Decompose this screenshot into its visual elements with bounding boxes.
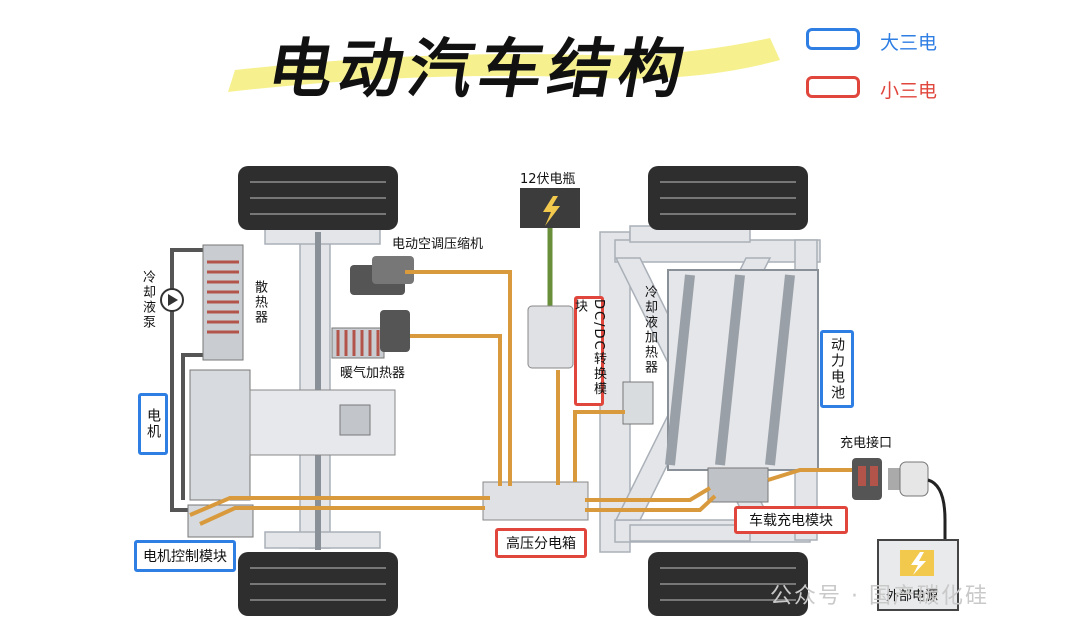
tag-motor-controller: 电机控制模块 xyxy=(134,540,236,572)
tag-power-battery: 动力电池 xyxy=(820,330,854,408)
battery-12v-block xyxy=(520,188,580,228)
tag-hv-box: 高压分电箱 xyxy=(495,528,587,558)
external-power-box xyxy=(877,539,959,611)
battery-pack xyxy=(665,269,819,471)
legend-label-large: 大三电 xyxy=(880,32,938,54)
tag-dcdc: DC/DC转换模块 xyxy=(572,296,606,406)
hv-box-block xyxy=(482,481,589,521)
charging-cable xyxy=(927,478,947,540)
coolant-heater-block xyxy=(622,381,654,425)
label-coolant-pump: 冷却液泵 xyxy=(140,270,155,330)
tag-motor: 电机 xyxy=(138,393,168,455)
legend-label-small: 小三电 xyxy=(880,80,938,102)
charge-port xyxy=(852,458,882,500)
legend-swatch-large xyxy=(806,28,860,50)
tire-rear-right xyxy=(648,552,808,616)
label-charge-port: 充电接口 xyxy=(840,436,893,451)
radiator xyxy=(202,244,244,361)
page-title: 电动汽车结构 xyxy=(262,33,696,107)
tire-rear-left xyxy=(648,166,808,230)
charging-plug xyxy=(888,461,929,497)
label-ac-compressor: 电动空调压缩机 xyxy=(392,237,484,252)
label-12v-battery: 12伏电瓶 xyxy=(520,172,576,187)
dcdc-block xyxy=(527,305,574,369)
coolant-pump xyxy=(160,288,184,312)
tire-front-left xyxy=(238,166,398,230)
label-coolant-heater: 冷却液加热器 xyxy=(642,285,657,375)
label-external-power: 外部电源 xyxy=(886,589,939,604)
tag-obc: 车载充电模块 xyxy=(734,506,848,534)
motor-block xyxy=(189,369,396,501)
obc-block xyxy=(707,467,769,503)
title-highlight xyxy=(228,38,780,92)
watermark: 公众号 · 国产碳化硅 xyxy=(770,584,989,609)
heater-block xyxy=(331,310,410,359)
label-heater: 暖气加热器 xyxy=(340,366,406,381)
legend-swatch-small xyxy=(806,76,860,98)
ac-compressor xyxy=(350,256,414,295)
hv-cables xyxy=(189,270,860,526)
tire-front-right xyxy=(238,552,398,616)
label-radiator: 散热器 xyxy=(252,280,267,325)
